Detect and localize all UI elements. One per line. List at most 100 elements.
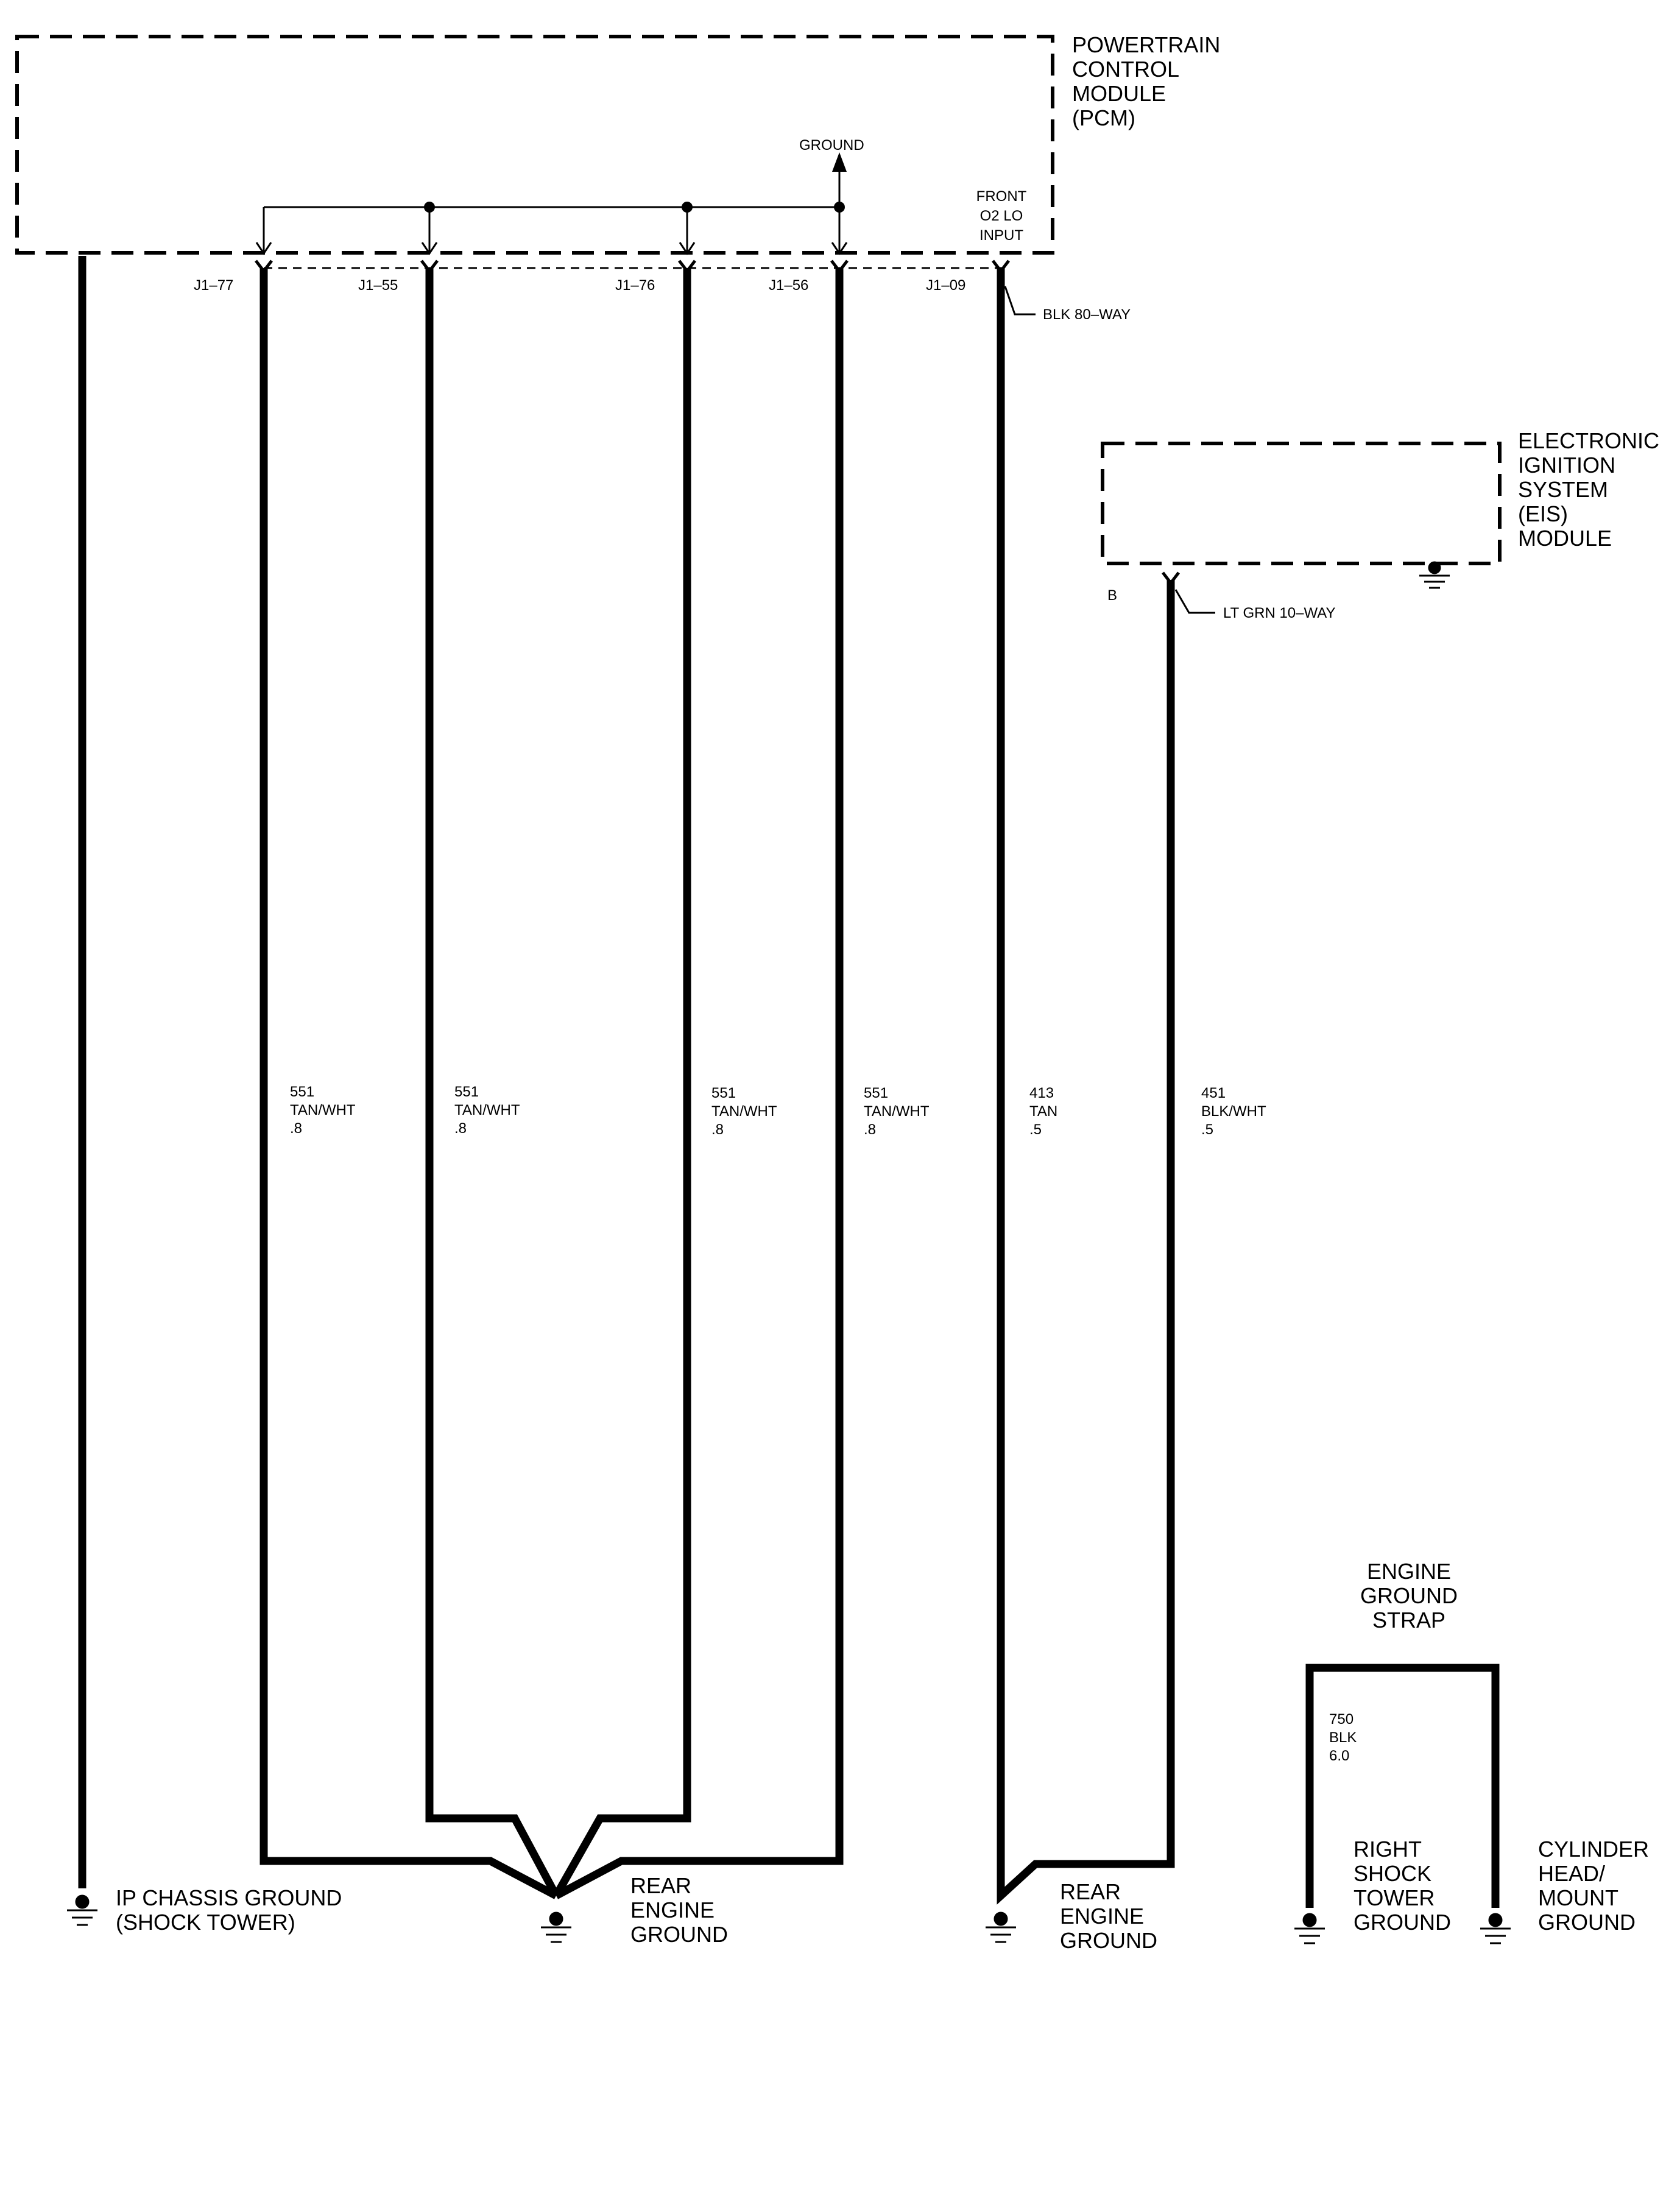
pcm-bus-splices <box>424 202 845 213</box>
pin-labels: J1–77 J1–55 J1–76 J1–56 J1–09 <box>194 277 965 294</box>
svg-text:IGNITION: IGNITION <box>1518 453 1615 478</box>
eis-module-label: ELECTRONIC IGNITION SYSTEM (EIS) MODULE <box>1518 428 1659 551</box>
pin-label: J1–76 <box>615 277 655 294</box>
eis-pin-chevron <box>1162 571 1180 586</box>
wire-label-j1-09: 413 TAN .5 <box>1029 1085 1057 1138</box>
pcm-label-line: MODULE <box>1072 81 1166 106</box>
pcm-connector-callout <box>1004 286 1036 316</box>
pcm-label-line: (PCM) <box>1072 105 1135 130</box>
svg-text:.8: .8 <box>711 1121 724 1138</box>
connector-pin-chevrons <box>255 259 1010 274</box>
pin-label: J1–56 <box>769 277 808 294</box>
svg-text:.5: .5 <box>1029 1121 1042 1138</box>
svg-text:ENGINE: ENGINE <box>630 1898 715 1922</box>
wire-551-j1-76 <box>552 268 691 1898</box>
svg-text:.8: .8 <box>454 1120 467 1137</box>
svg-text:TAN: TAN <box>1029 1103 1057 1120</box>
wire-551-j1-55 <box>425 268 560 1898</box>
svg-text:HEAD/: HEAD/ <box>1538 1861 1605 1886</box>
eis-internal-ground-icon <box>1419 561 1450 589</box>
svg-text:RIGHT: RIGHT <box>1354 1837 1422 1862</box>
ground-label-right-shock-tower: RIGHT SHOCK TOWER GROUND <box>1354 1837 1451 1935</box>
ground-label-ip-chassis: IP CHASSIS GROUND (SHOCK TOWER) <box>116 1885 342 1935</box>
pin-label: J1–55 <box>358 277 398 294</box>
front-o2-lo-input-label: FRONT O2 LO INPUT <box>976 188 1027 244</box>
svg-text:BLK/WHT: BLK/WHT <box>1201 1103 1266 1120</box>
svg-text:TOWER: TOWER <box>1354 1885 1435 1910</box>
svg-text:GROUND: GROUND <box>1538 1910 1636 1935</box>
svg-text:REAR: REAR <box>630 1873 691 1898</box>
svg-text:GROUND: GROUND <box>1360 1583 1458 1608</box>
svg-text:FRONT: FRONT <box>976 188 1027 205</box>
ground-label-rear-engine-2: REAR ENGINE GROUND <box>1060 1879 1157 1953</box>
pcm-pin-arrows <box>255 242 848 255</box>
svg-text:GROUND: GROUND <box>630 1922 728 1947</box>
pcm-ground-label: GROUND <box>799 137 864 154</box>
svg-text:O2 LO: O2 LO <box>980 208 1023 224</box>
wires <box>78 256 1500 1908</box>
svg-text:GROUND: GROUND <box>1354 1910 1451 1935</box>
svg-text:GROUND: GROUND <box>1060 1928 1157 1953</box>
svg-text:BLK: BLK <box>1329 1729 1357 1746</box>
eis-module-boundary <box>1101 442 1502 565</box>
wire-551-j1-77 <box>259 268 559 1899</box>
wire-labels: 551 TAN/WHT .8 551 TAN/WHT .8 551 TAN/WH… <box>290 1084 1357 1764</box>
pcm-label-line: CONTROL <box>1072 57 1179 82</box>
svg-text:ENGINE: ENGINE <box>1367 1559 1451 1584</box>
svg-text:.8: .8 <box>290 1120 302 1137</box>
ground-icon <box>986 1912 1016 1943</box>
wire-label-eis-b: 451 BLK/WHT .5 <box>1201 1085 1266 1138</box>
engine-ground-strap-label: ENGINE GROUND STRAP <box>1360 1559 1458 1633</box>
svg-text:551: 551 <box>711 1085 736 1101</box>
eis-pin-label: B <box>1107 587 1117 604</box>
svg-text:.8: .8 <box>864 1121 876 1138</box>
svg-text:STRAP: STRAP <box>1372 1608 1445 1633</box>
wire-551-j1-56 <box>554 268 844 1899</box>
svg-text:REAR: REAR <box>1060 1879 1121 1904</box>
pin-label: J1–77 <box>194 277 233 294</box>
pcm-module-label: POWERTRAIN CONTROL MODULE (PCM) <box>1072 32 1220 130</box>
svg-text:TAN/WHT: TAN/WHT <box>711 1103 777 1120</box>
pcm-internal-bus <box>263 158 841 253</box>
svg-text:551: 551 <box>864 1085 888 1101</box>
wire-label-strap: 750 BLK 6.0 <box>1329 1711 1357 1764</box>
svg-text:TAN/WHT: TAN/WHT <box>454 1102 520 1118</box>
wire-label-j1-56: 551 TAN/WHT .8 <box>864 1085 930 1138</box>
wire-750-strap <box>1305 1664 1500 1908</box>
svg-text:SYSTEM: SYSTEM <box>1518 477 1608 502</box>
eis-connector-label: LT GRN 10–WAY <box>1223 605 1336 621</box>
svg-text:CYLINDER: CYLINDER <box>1538 1837 1649 1862</box>
ground-icon <box>541 1912 571 1943</box>
svg-text:451: 451 <box>1201 1085 1226 1101</box>
svg-text:ELECTRONIC: ELECTRONIC <box>1518 428 1659 453</box>
pcm-connector-label: BLK 80–WAY <box>1043 306 1131 323</box>
svg-text:413: 413 <box>1029 1085 1054 1101</box>
svg-text:MODULE: MODULE <box>1518 526 1612 551</box>
pcm-ground-arrow-icon <box>832 152 847 172</box>
svg-text:(EIS): (EIS) <box>1518 501 1568 526</box>
wire-label-j1-55: 551 TAN/WHT .8 <box>454 1084 520 1137</box>
svg-text:750: 750 <box>1329 1711 1354 1728</box>
ground-icon <box>67 1894 97 1926</box>
pcm-label-line: POWERTRAIN <box>1072 32 1220 57</box>
eis-connector-callout <box>1174 589 1215 614</box>
svg-text:IP CHASSIS GROUND: IP CHASSIS GROUND <box>116 1885 342 1910</box>
wire-label-j1-77: 551 TAN/WHT .8 <box>290 1084 356 1137</box>
svg-text:.5: .5 <box>1201 1121 1213 1138</box>
svg-text:SHOCK: SHOCK <box>1354 1861 1431 1886</box>
svg-text:TAN/WHT: TAN/WHT <box>290 1102 356 1118</box>
svg-text:551: 551 <box>290 1084 314 1100</box>
wire-413-j1-09 <box>997 268 1175 1905</box>
wire-label-j1-76: 551 TAN/WHT .8 <box>711 1085 777 1138</box>
svg-text:ENGINE: ENGINE <box>1060 1904 1144 1929</box>
svg-text:MOUNT: MOUNT <box>1538 1885 1618 1910</box>
svg-text:TAN/WHT: TAN/WHT <box>864 1103 930 1120</box>
ground-icon <box>1294 1913 1325 1944</box>
pin-label: J1–09 <box>926 277 965 294</box>
ground-label-rear-engine-1: REAR ENGINE GROUND <box>630 1873 728 1947</box>
ground-label-cylinder-head: CYLINDER HEAD/ MOUNT GROUND <box>1538 1837 1649 1935</box>
svg-text:(SHOCK TOWER): (SHOCK TOWER) <box>116 1910 295 1935</box>
svg-text:INPUT: INPUT <box>979 227 1023 244</box>
ground-icon <box>1480 1913 1511 1944</box>
